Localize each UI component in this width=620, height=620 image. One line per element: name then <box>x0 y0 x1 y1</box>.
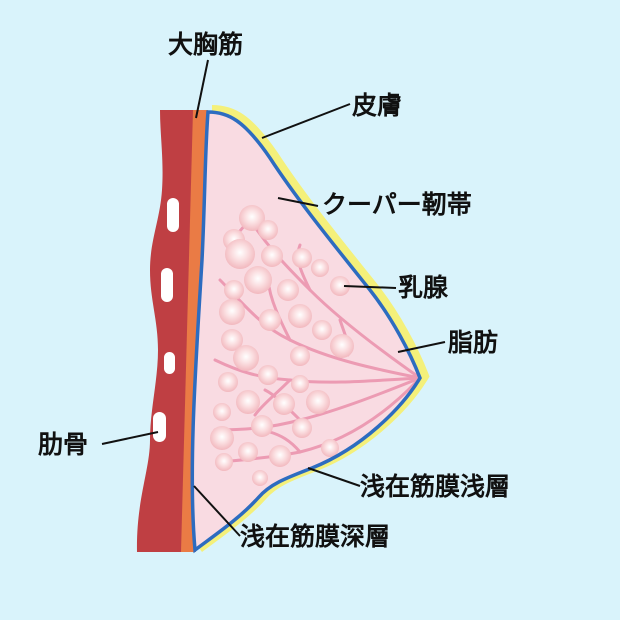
label-rib: 肋骨 <box>38 430 89 459</box>
pectoralis-muscle <box>181 110 208 552</box>
leader-line-fascia-deep <box>193 485 241 537</box>
mammary-gland <box>210 205 420 486</box>
label-skin: 皮膚 <box>352 91 403 120</box>
rib <box>161 268 173 302</box>
rib <box>164 352 175 374</box>
leader-line-skin <box>261 103 351 139</box>
label-pectoralis-major: 大胸筋 <box>168 30 244 59</box>
chest-wall <box>136 110 196 552</box>
label-fat: 脂肪 <box>448 328 499 357</box>
label-mammary-gland: 乳腺 <box>398 273 449 302</box>
leader-line-fascia-superficial <box>307 467 361 487</box>
label-cooper-ligament: クーパー靭帯 <box>322 190 472 219</box>
leader-line-fat <box>397 341 446 353</box>
rib-shapes <box>153 198 179 442</box>
skin-outline <box>190 110 422 554</box>
leader-line-cooper <box>277 197 319 207</box>
leader-line-gland <box>343 285 397 289</box>
gland-lobules <box>210 205 354 486</box>
leader-lines <box>101 59 446 537</box>
rib <box>167 198 179 232</box>
rib <box>153 412 166 442</box>
leader-line-pectoralis <box>195 59 209 119</box>
label-superficial-fascia-deep-layer: 浅在筋膜深層 <box>240 522 391 551</box>
label-superficial-fascia-superficial-layer: 浅在筋膜浅層 <box>360 472 511 501</box>
leader-line-rib <box>101 431 159 445</box>
